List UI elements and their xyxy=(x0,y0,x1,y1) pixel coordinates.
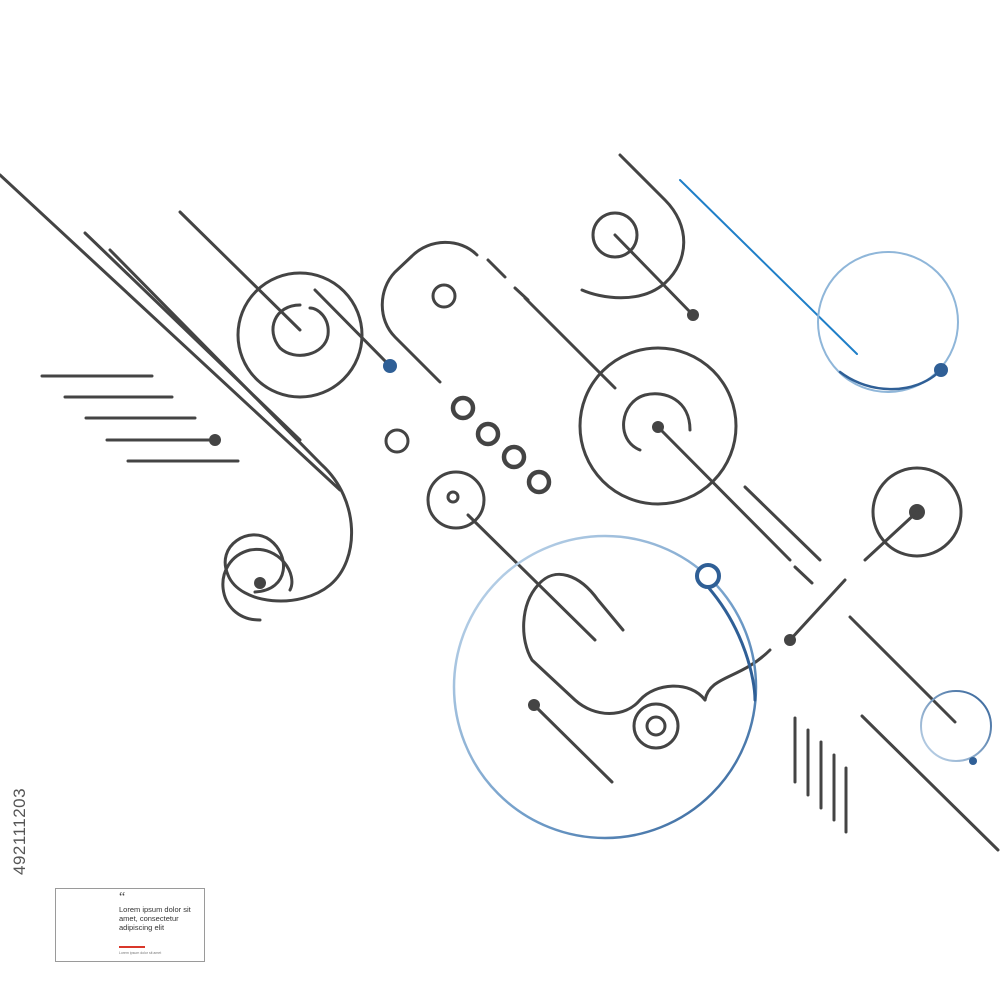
chain-ring xyxy=(475,421,501,447)
ring xyxy=(446,490,460,504)
diagonal-line xyxy=(863,510,919,562)
dot xyxy=(687,309,699,321)
diagonal-line xyxy=(860,714,1000,852)
diagonal-line xyxy=(466,513,597,642)
chain-ring xyxy=(501,444,527,470)
ring xyxy=(578,346,738,506)
diagonal-line xyxy=(178,210,302,332)
blue-arc xyxy=(838,369,942,391)
stock-id-watermark: 492111203 xyxy=(6,770,36,1000)
large-blue-ring xyxy=(452,534,758,840)
blue-arc xyxy=(706,585,757,702)
blue-node-ring xyxy=(695,563,721,589)
ring xyxy=(236,271,364,399)
diagonal-line xyxy=(656,425,792,562)
diagonal-line xyxy=(313,288,390,366)
chain-ring xyxy=(450,395,476,421)
diagonal-line xyxy=(743,485,822,562)
ring xyxy=(426,470,486,530)
dot xyxy=(784,634,796,646)
diagonal-line xyxy=(523,296,617,390)
blue-line xyxy=(679,179,858,355)
diagonal-line xyxy=(532,703,614,784)
dash xyxy=(793,565,814,585)
ring xyxy=(871,466,963,558)
ring xyxy=(384,428,410,454)
quote-text: Lorem ipsum dolor sit amet, consectetur … xyxy=(119,905,191,932)
dash xyxy=(486,258,507,279)
spiral xyxy=(221,548,294,622)
arc xyxy=(622,392,692,452)
diagonal-line xyxy=(613,233,695,317)
diagonal-line xyxy=(788,578,847,642)
quote-footer: Lorem ipsum dolor sit amet xyxy=(119,951,162,955)
diagonal-line xyxy=(0,173,342,492)
capsule xyxy=(522,572,707,715)
arc xyxy=(703,648,772,702)
stock-id-text: 492111203 xyxy=(10,787,29,875)
diagonal-line xyxy=(848,615,957,724)
ring xyxy=(632,702,680,750)
dot xyxy=(209,434,221,446)
dot xyxy=(254,577,266,589)
quote-accent-bar xyxy=(119,946,145,948)
blue-ring xyxy=(817,251,959,393)
ring xyxy=(645,715,667,737)
dot xyxy=(383,359,397,373)
quote-card: “ Lorem ipsum dolor sit amet, consectetu… xyxy=(55,888,205,962)
quote-mark: “ xyxy=(119,890,126,905)
curl-line xyxy=(108,248,354,603)
ring xyxy=(591,211,639,259)
arc xyxy=(271,303,330,357)
dot xyxy=(969,757,977,765)
small-blue-ring xyxy=(920,690,992,762)
capsule xyxy=(380,240,479,384)
dot xyxy=(934,363,948,377)
chain-ring xyxy=(526,469,552,495)
hook xyxy=(580,153,686,300)
ring xyxy=(431,283,457,309)
